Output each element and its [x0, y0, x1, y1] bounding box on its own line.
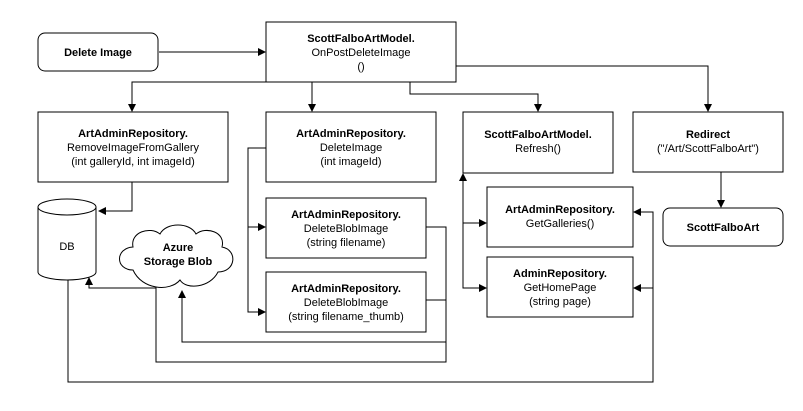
- node-onpost-line-1: ScottFalboArtModel.: [307, 33, 415, 45]
- node-delete-image-label: Delete Image: [64, 47, 132, 59]
- node-onpost-line-2: OnPostDeleteImage: [311, 47, 410, 59]
- node-blobthumb-line-3: (string filename_thumb): [288, 311, 404, 323]
- node-deleteimage-line-2: DeleteImage: [320, 142, 382, 154]
- node-remove-line-2: RemoveImageFromGallery: [67, 142, 200, 154]
- arrowhead: [308, 104, 316, 112]
- node-delete-image: Delete Image: [37, 32, 159, 72]
- node-refresh: ScottFalboArtModel. Refresh(): [462, 111, 614, 174]
- arrowhead: [128, 104, 136, 112]
- edge-blobthumb-to-db: [88, 284, 447, 363]
- node-remove-image-from-gallery: ArtAdminRepository. RemoveImageFromGalle…: [37, 111, 229, 183]
- node-scott-falbo-art: ScottFalboArt: [662, 207, 784, 247]
- arrowhead: [479, 219, 487, 227]
- arrowhead: [704, 104, 712, 112]
- node-get-home-page: AdminRepository. GetHomePage (string pag…: [486, 256, 634, 318]
- node-azure-line-1: Azure: [163, 242, 194, 254]
- edge-db-to-repos: [67, 211, 654, 383]
- arrowhead: [633, 208, 641, 216]
- node-gethomepage-line-1: AdminRepository.: [513, 268, 607, 280]
- node-blob-line-2: DeleteBlobImage: [304, 223, 388, 235]
- node-gethomepage-line-3: (string page): [529, 296, 591, 308]
- arrowhead: [534, 104, 542, 112]
- node-azure-storage-blob: Azure Storage Blob: [119, 224, 234, 288]
- node-blob-line-1: ArtAdminRepository.: [291, 209, 401, 221]
- node-db: DB: [37, 198, 97, 281]
- node-delete-image-repo: ArtAdminRepository. DeleteImage (int ima…: [265, 111, 437, 183]
- cloud-icon: [119, 224, 234, 288]
- node-blob-line-3: (string filename): [307, 237, 386, 249]
- node-scottfalboart-label: ScottFalboArt: [687, 222, 760, 234]
- node-azure-line-2: Storage Blob: [144, 256, 213, 268]
- edge-onpost-to-refresh: [409, 82, 539, 105]
- arrowhead: [633, 284, 641, 292]
- arrowhead: [258, 308, 266, 316]
- edge-remove-to-db: [105, 182, 133, 212]
- node-onpost-line-3: (): [357, 61, 364, 73]
- node-refresh-line-1: ScottFalboArtModel.: [484, 129, 592, 141]
- arrowhead: [178, 290, 186, 298]
- node-gethomepage-line-2: GetHomePage: [524, 282, 597, 294]
- edge-refresh-to-children: [462, 180, 480, 289]
- node-refresh-line-2: Refresh(): [515, 143, 561, 155]
- arrowhead: [717, 200, 725, 208]
- node-db-label: DB: [59, 241, 74, 253]
- node-blobthumb-line-2: DeleteBlobImage: [304, 297, 388, 309]
- node-redirect: Redirect ("/Art/ScottFalboArt"): [632, 111, 784, 173]
- node-get-galleries: ArtAdminRepository. GetGalleries(): [486, 186, 634, 248]
- arrowhead: [85, 277, 93, 285]
- node-blobthumb-line-1: ArtAdminRepository.: [291, 283, 401, 295]
- edge-deleteimage-to-blobs: [247, 147, 266, 313]
- edge-onpost-to-remove: [131, 81, 266, 105]
- node-delete-blob-image-thumb: ArtAdminRepository. DeleteBlobImage (str…: [265, 271, 427, 333]
- arrowhead: [459, 173, 467, 181]
- node-deleteimage-line-1: ArtAdminRepository.: [296, 128, 406, 140]
- arrowhead: [98, 207, 106, 215]
- arrowhead: [479, 284, 487, 292]
- node-getgalleries-line-2: GetGalleries(): [526, 218, 594, 230]
- node-redirect-line-1: Redirect: [686, 129, 730, 141]
- edges: [67, 48, 725, 383]
- edge-onpost-to-redirect: [456, 65, 709, 105]
- node-onpost-delete-image: ScottFalboArtModel. OnPostDeleteImage (): [265, 21, 457, 83]
- node-getgalleries-line-1: ArtAdminRepository.: [505, 204, 615, 216]
- arrowhead: [258, 223, 266, 231]
- node-remove-line-3: (int galleryId, int imageId): [71, 156, 195, 168]
- node-redirect-line-2: ("/Art/ScottFalboArt"): [657, 143, 759, 155]
- node-remove-line-1: ArtAdminRepository.: [78, 128, 188, 140]
- node-delete-blob-image: ArtAdminRepository. DeleteBlobImage (str…: [265, 197, 427, 259]
- arrowhead: [258, 48, 266, 56]
- node-deleteimage-line-3: (int imageId): [320, 156, 381, 168]
